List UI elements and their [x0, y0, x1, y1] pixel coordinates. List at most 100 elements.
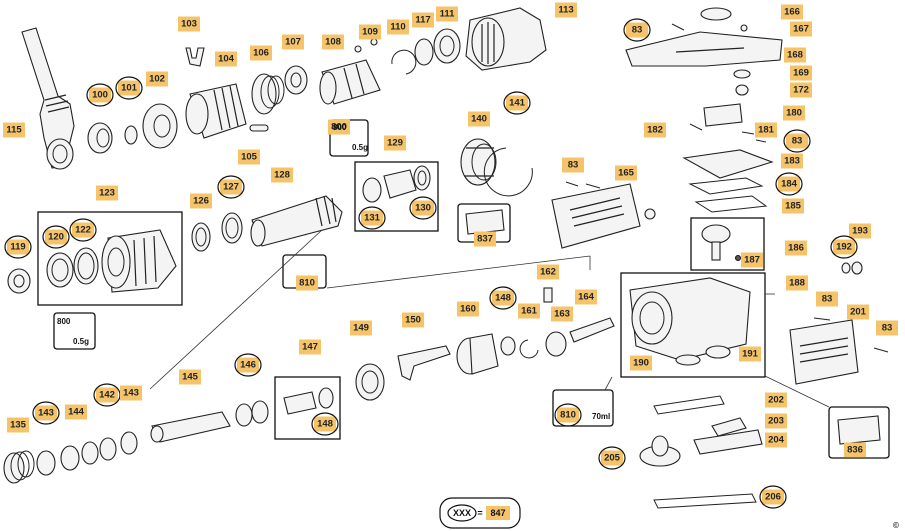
label-box-149: [350, 320, 372, 336]
label-ring-146: [234, 353, 262, 377]
label-text-126: 126: [193, 196, 209, 207]
note-800-122: 800: [57, 317, 71, 326]
part-label-203: 203: [765, 413, 787, 429]
part-label-106: 106: [250, 45, 272, 61]
label-box-182: [644, 122, 666, 138]
label-text-163: 163: [554, 309, 570, 320]
label-box-104: [215, 51, 237, 67]
label-box-142: [96, 387, 118, 403]
part-128-spindle: [250, 195, 343, 247]
label-text-83: 83: [568, 160, 579, 171]
label-text-204: 204: [768, 435, 785, 446]
part-100-sleeve: [87, 122, 113, 154]
label-text-172: 172: [793, 85, 809, 96]
part-label-204: 204: [765, 432, 787, 448]
part-165-switch: [551, 183, 656, 249]
oil-box-810: [552, 389, 614, 427]
label-box-83: [562, 157, 584, 173]
label-box-203: [765, 413, 787, 429]
legend-eq: =: [477, 508, 482, 518]
part-label-144: 144: [65, 404, 87, 420]
label-ring-192: [830, 235, 858, 259]
label-box-111: [436, 6, 458, 22]
part-172-plug: [735, 84, 749, 96]
part-101-ring: [124, 125, 138, 145]
part-105-pin: [249, 124, 269, 132]
part-182-spring: [689, 123, 703, 131]
part-146-ring-b: [251, 400, 269, 424]
label-text-186: 186: [788, 243, 804, 254]
part-label-83: 83: [876, 320, 898, 336]
part-146-ring-a: [235, 403, 253, 427]
part-180-lever: [703, 103, 743, 127]
part-188-crank-case: [629, 277, 751, 366]
label-text-810: 810: [560, 410, 576, 421]
label-box-140: [468, 111, 490, 127]
part-206-belt: [653, 493, 757, 509]
part-box-836: [828, 406, 890, 459]
part-202-chain: [653, 395, 725, 415]
part-204-plate: [693, 429, 763, 455]
part-label-146: 146: [234, 353, 262, 377]
grease-box-122: [53, 312, 96, 350]
label-box-126: [190, 193, 212, 209]
label-box-120: [45, 229, 67, 245]
label-text-110: 110: [390, 22, 405, 33]
part-label-191: 191: [739, 346, 761, 362]
label-text-168: 168: [787, 50, 803, 61]
label-text-160: 160: [460, 304, 476, 315]
label-box-164: [575, 289, 597, 305]
part-label-149: 149: [350, 320, 372, 336]
part-160-sleeve: [456, 333, 499, 375]
label-box-172: [790, 82, 812, 98]
part-119-washer: [7, 268, 31, 294]
part-110-circlip: [391, 49, 417, 75]
label-text-206: 206: [765, 492, 781, 503]
label-box-162: [537, 264, 559, 280]
part-127-ring: [221, 212, 243, 244]
part-label-164: 164: [575, 289, 597, 305]
label-box-165: [615, 165, 637, 181]
part-label-205: 205: [598, 446, 626, 470]
label-text-131: 131: [364, 213, 381, 224]
frame-123-assembly: [37, 211, 183, 306]
part-167-pin: [740, 24, 748, 32]
label-text-130: 130: [415, 203, 431, 214]
part-143-ring-a: [36, 450, 56, 476]
part-label-148: 148: [489, 286, 517, 310]
label-box-102: [146, 71, 168, 87]
label-ring-148: [311, 412, 339, 436]
leader-188-to-810: [604, 376, 613, 391]
label-text-836: 836: [847, 445, 863, 456]
part-label-127: 127: [217, 175, 245, 199]
label-box-127: [220, 179, 242, 195]
label-box-166: [781, 4, 803, 20]
label-text-150: 150: [405, 315, 421, 326]
part-label-103: 103: [178, 16, 200, 32]
part-label-202: 202: [765, 392, 787, 408]
part-164-rod: [569, 317, 615, 343]
part-109-ball-a: [354, 45, 362, 53]
label-text-83: 83: [792, 136, 803, 147]
part-label-169: 169: [790, 65, 812, 81]
part-label-168: 168: [784, 47, 806, 63]
leader-144-to-128: [149, 229, 323, 390]
part-166-cap: [700, 7, 732, 21]
part-83-screw-top: [671, 23, 685, 31]
part-label-161: 161: [518, 303, 540, 319]
label-box-161: [518, 303, 540, 319]
frame-147-assembly: [274, 376, 341, 440]
note-0.5g-122: 0.5g: [73, 337, 89, 346]
part-83-screw-b: [585, 183, 601, 189]
label-box-105: [238, 149, 260, 165]
label-box-810: [296, 275, 318, 291]
part-836-brush: [837, 415, 881, 445]
part-186-gear: [701, 224, 731, 261]
label-box-167: [790, 21, 812, 37]
part-label-83: 83: [562, 157, 584, 173]
label-text-103: 103: [181, 19, 197, 30]
legend-box: XXX = 847: [439, 497, 521, 529]
label-text-145: 145: [182, 372, 199, 383]
label-box-123: [96, 185, 118, 201]
label-text-187: 187: [744, 255, 760, 266]
